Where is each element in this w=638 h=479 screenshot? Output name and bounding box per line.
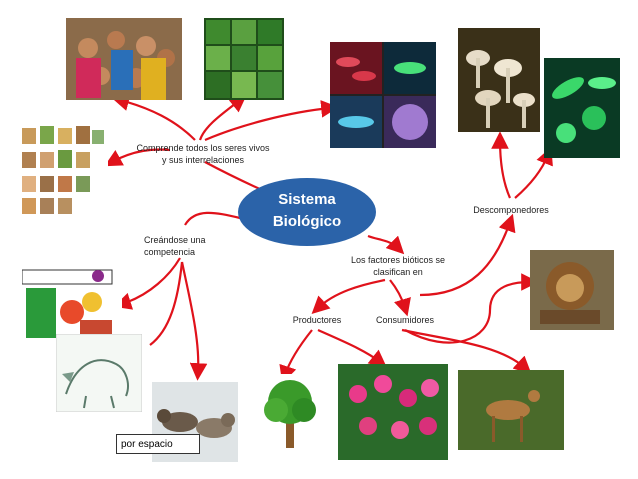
arrow-to-sketch (149, 261, 184, 346)
arrow-to-bacteria (204, 100, 339, 142)
label-productores: Productores (292, 315, 342, 325)
arrow-to-people (111, 93, 196, 141)
arrow-to-green-bacteria (514, 146, 553, 199)
arrow-central-comprende (204, 161, 263, 192)
arrow-to-animals (104, 148, 171, 167)
green-bacteria-photo (544, 58, 620, 158)
label-descomponedores: Descomponedores (473, 205, 549, 215)
arrow-central-creandose (184, 211, 241, 226)
label-factores: Los factores bióticos se clasifican en (338, 254, 458, 278)
label-por-espacio: por espacio (116, 434, 200, 454)
label-consumidores: Consumidores (375, 315, 435, 325)
central-node: Sistema Biológico (238, 178, 376, 246)
plants-photo (204, 18, 284, 100)
label-comprende-line-1: Comprende todos los seres vivos (136, 143, 270, 153)
central-line-1: Sistema (278, 191, 336, 208)
label-factores-line-1: Los factores bióticos se (350, 255, 446, 265)
deer-photo (458, 370, 564, 450)
mushrooms-photo (458, 28, 540, 132)
arrow-to-factores (367, 234, 405, 255)
label-comprende-line-2: y sus interrelaciones (161, 155, 245, 165)
label-creandose-line-1: Creándose una (144, 235, 206, 245)
arrow-to-descomponedores (419, 213, 516, 297)
arrow-to-alimentos (113, 257, 181, 310)
people-photo (66, 18, 182, 100)
label-comprende: Comprende todos los seres vivos y sus in… (128, 142, 278, 166)
arrow-to-lion (404, 273, 539, 344)
arrow-to-flowers (317, 328, 387, 368)
bacteria-grid-photo (330, 42, 436, 148)
animals-grid-image (18, 122, 108, 218)
flowers-photo (338, 364, 448, 460)
arrow-to-productores (311, 278, 386, 315)
arrow-to-deer (401, 328, 532, 374)
arrow-to-plants (198, 94, 247, 141)
wolf-sketch-image (56, 334, 142, 412)
lion-photo (530, 250, 614, 330)
arrow-to-wolves (180, 261, 208, 381)
arrow-to-tree (279, 329, 313, 384)
label-creandose: Creándose una competencia (144, 234, 234, 258)
alimentos-cartoon (22, 262, 122, 344)
label-creandose-line-2: competencia (144, 247, 196, 257)
tree-image (252, 374, 328, 450)
label-factores-line-2: clasifican en (373, 267, 423, 277)
arrow-to-mushrooms (491, 131, 512, 199)
central-line-2: Biológico (272, 213, 342, 230)
arrow-to-consumidores (389, 279, 411, 317)
